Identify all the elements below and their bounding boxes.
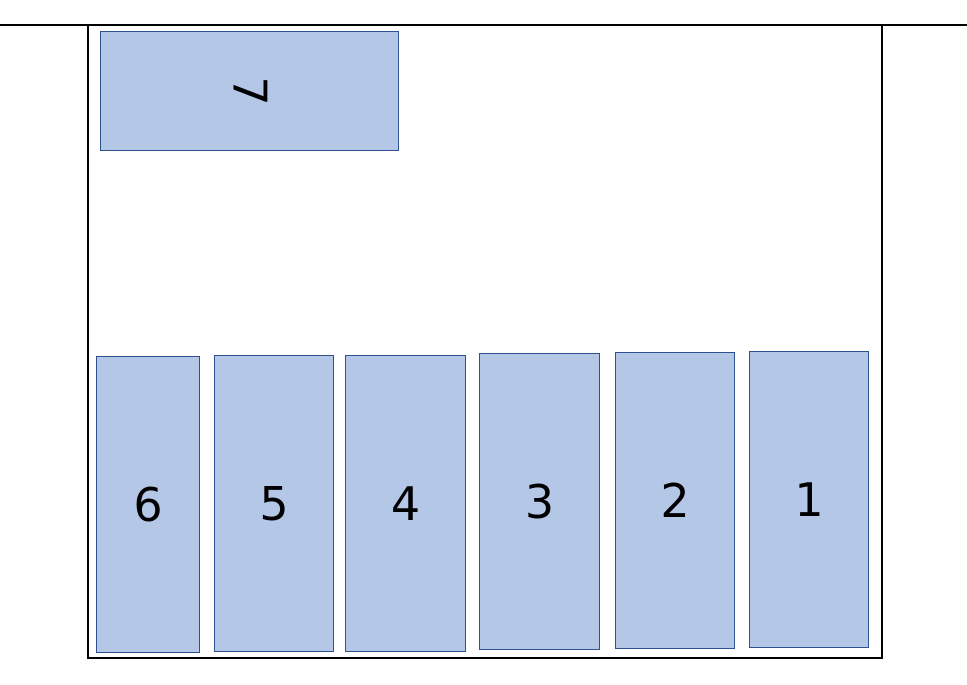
box-label: 1: [794, 472, 824, 527]
box-label: 7: [222, 76, 277, 106]
box-4: 4: [345, 355, 466, 652]
box-label: 3: [524, 474, 555, 529]
box-label: 2: [660, 473, 690, 528]
box-label: 4: [390, 476, 421, 531]
box-5: 5: [214, 355, 334, 652]
box-7: 7: [100, 31, 399, 151]
box-1: 1: [749, 351, 869, 648]
box-2: 2: [615, 352, 735, 649]
box-label: 5: [259, 476, 289, 531]
box-3: 3: [479, 353, 600, 650]
box-label: 6: [133, 477, 163, 532]
box-6: 6: [96, 356, 200, 653]
